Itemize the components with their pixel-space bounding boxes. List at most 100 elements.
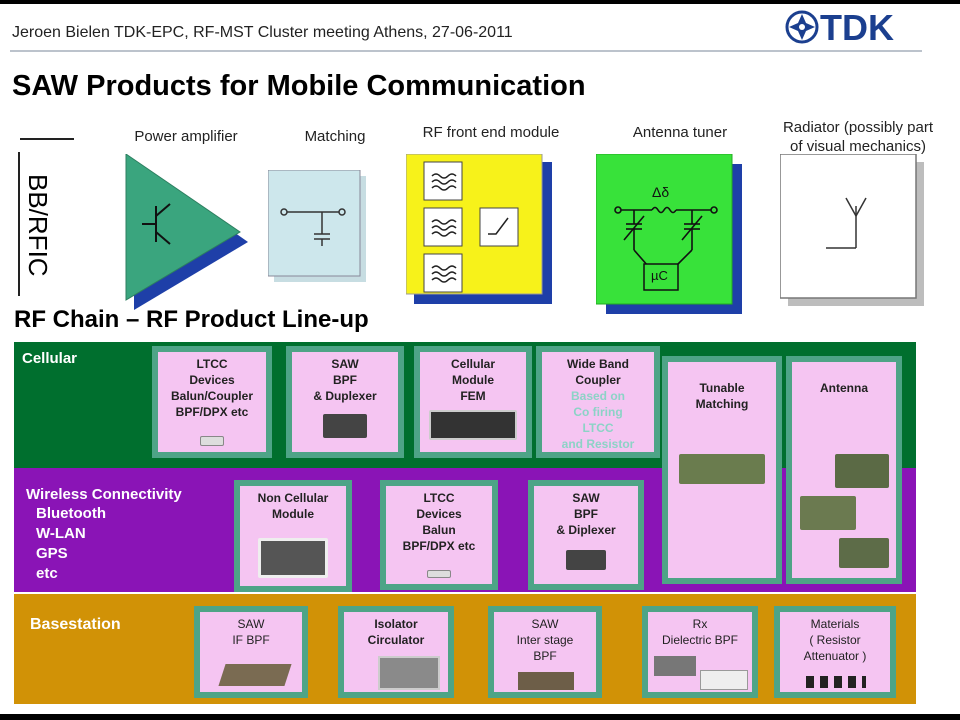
product-image — [679, 454, 765, 484]
power-amplifier-icon — [125, 154, 248, 310]
card-line: IF BPF — [232, 633, 270, 647]
antenna-tuner-icon — [596, 154, 742, 314]
section-subtitle: RF Chain – RF Product Line-up — [14, 306, 369, 333]
antenna-tuner-label: Antenna tuner — [632, 124, 728, 141]
card-line: Balun — [422, 523, 456, 537]
product-card-wide-band-coupler: Wide Band Coupler Based on Co firing LTC… — [536, 346, 660, 458]
wireless-item: W-LAN — [36, 525, 86, 542]
card-line: ( Resistor — [809, 633, 861, 647]
tdk-emblem-icon — [785, 10, 819, 44]
card-line: FEM — [460, 389, 486, 403]
card-line: Non Cellular — [257, 491, 329, 505]
card-line: LTCC — [582, 421, 614, 435]
card-line: Circulator — [367, 633, 425, 647]
matching-label: Matching — [304, 128, 366, 145]
card-line: Attenuator ) — [803, 649, 867, 663]
radiator-label-line2: of visual mechanics) — [790, 138, 926, 155]
product-card-ltcc-wireless: LTCC Devices Balun BPF/DPX etc — [380, 480, 498, 590]
card-line: Materials — [810, 617, 860, 631]
wireless-item: Bluetooth — [36, 505, 106, 522]
rf-front-end-icon — [406, 154, 552, 304]
card-line: Devices — [416, 507, 462, 521]
card-line: and Resistor — [561, 437, 635, 451]
antenna-tuner-delta: Δδ — [652, 184, 670, 200]
card-line: Dielectric BPF — [661, 633, 738, 647]
card-line: LTCC — [196, 357, 228, 371]
product-image — [218, 664, 292, 686]
card-line: BPF — [333, 373, 357, 387]
card-line: Coupler — [575, 373, 621, 387]
card-line: Rx — [692, 617, 708, 631]
bb-rfic-label: BB/RFIC — [23, 174, 53, 277]
radiator-label-line1: Radiator (possibly part — [782, 119, 934, 136]
bb-bracket — [18, 152, 66, 296]
wireless-label: Wireless Connectivity — [26, 486, 182, 503]
product-card-saw-bpf: SAW BPF & Duplexer — [286, 346, 404, 458]
wireless-item: GPS — [36, 545, 68, 562]
header-text: Jeroen Bielen TDK-EPC, RF-MST Cluster me… — [12, 24, 513, 41]
card-line: SAW — [331, 357, 359, 371]
product-card-tunable-matching: Tunable Matching — [662, 356, 782, 584]
card-line: LTCC — [423, 491, 455, 505]
product-image — [654, 656, 696, 676]
wireless-items: Bluetooth W-LAN GPS etc — [36, 504, 106, 584]
card-line: & Diplexer — [556, 523, 616, 537]
product-image — [200, 436, 224, 446]
product-image — [835, 454, 889, 488]
card-line: Module — [272, 507, 314, 521]
product-image — [700, 670, 748, 690]
card-line: Isolator — [374, 617, 418, 631]
basestation-label: Basestation — [30, 616, 121, 633]
radiator-icon — [780, 154, 924, 306]
antenna-tuner-uc: µC — [651, 268, 668, 283]
cellular-label: Cellular — [22, 350, 78, 367]
card-line: BPF/DPX etc — [402, 539, 476, 553]
rf-front-end-label: RF front end module — [422, 124, 560, 141]
product-card-saw-inter-stage: SAW Inter stage BPF — [488, 606, 602, 698]
card-line: & Duplexer — [313, 389, 377, 403]
matching-icon — [268, 170, 366, 282]
card-line: Tunable Matching — [695, 381, 749, 411]
product-card-isolator-circulator: Isolator Circulator — [338, 606, 454, 698]
power-amplifier-label: Power amplifier — [134, 128, 238, 145]
card-line: Wide Band — [567, 357, 629, 371]
product-image — [839, 538, 889, 568]
card-line: Inter stage — [516, 633, 574, 647]
product-image — [323, 414, 367, 438]
product-card-ltcc-cellular: LTCC Devices Balun/Coupler BPF/DPX etc — [152, 346, 272, 458]
product-card-saw-diplexer: SAW BPF & Diplexer — [528, 480, 644, 590]
product-image — [806, 676, 866, 688]
header-divider — [10, 50, 922, 52]
basestation-band — [14, 594, 916, 704]
card-line: Co firing — [573, 405, 623, 419]
bb-top-line — [20, 138, 74, 140]
card-line: Module — [452, 373, 494, 387]
product-image — [427, 570, 451, 578]
product-image — [258, 538, 328, 578]
slide-title: SAW Products for Mobile Communication — [12, 70, 586, 102]
card-line: SAW — [237, 617, 265, 631]
card-line: Based on — [570, 389, 625, 403]
wireless-item: etc — [36, 565, 58, 582]
product-card-cellular-module: Cellular Module FEM — [414, 346, 532, 458]
product-card-saw-if-bpf: SAW IF BPF — [194, 606, 308, 698]
card-line: BPF/DPX etc — [175, 405, 249, 419]
tdk-logo — [785, 10, 819, 44]
tdk-logo-text: TDK — [820, 7, 894, 48]
card-line: Devices — [189, 373, 235, 387]
card-line: SAW — [531, 617, 559, 631]
card-line: BPF — [533, 649, 557, 663]
product-image — [429, 410, 517, 440]
card-line: Antenna — [820, 381, 868, 395]
product-card-antenna: Antenna — [786, 356, 902, 584]
product-card-non-cellular-module: Non Cellular Module — [234, 480, 352, 592]
product-image — [518, 672, 574, 690]
card-line: SAW — [572, 491, 600, 505]
product-image — [378, 656, 440, 690]
product-image — [566, 550, 606, 570]
card-line: Balun/Coupler — [170, 389, 253, 403]
product-card-materials: Materials ( Resistor Attenuator ) — [774, 606, 896, 698]
product-image — [800, 496, 856, 530]
card-line: Cellular — [450, 357, 495, 371]
